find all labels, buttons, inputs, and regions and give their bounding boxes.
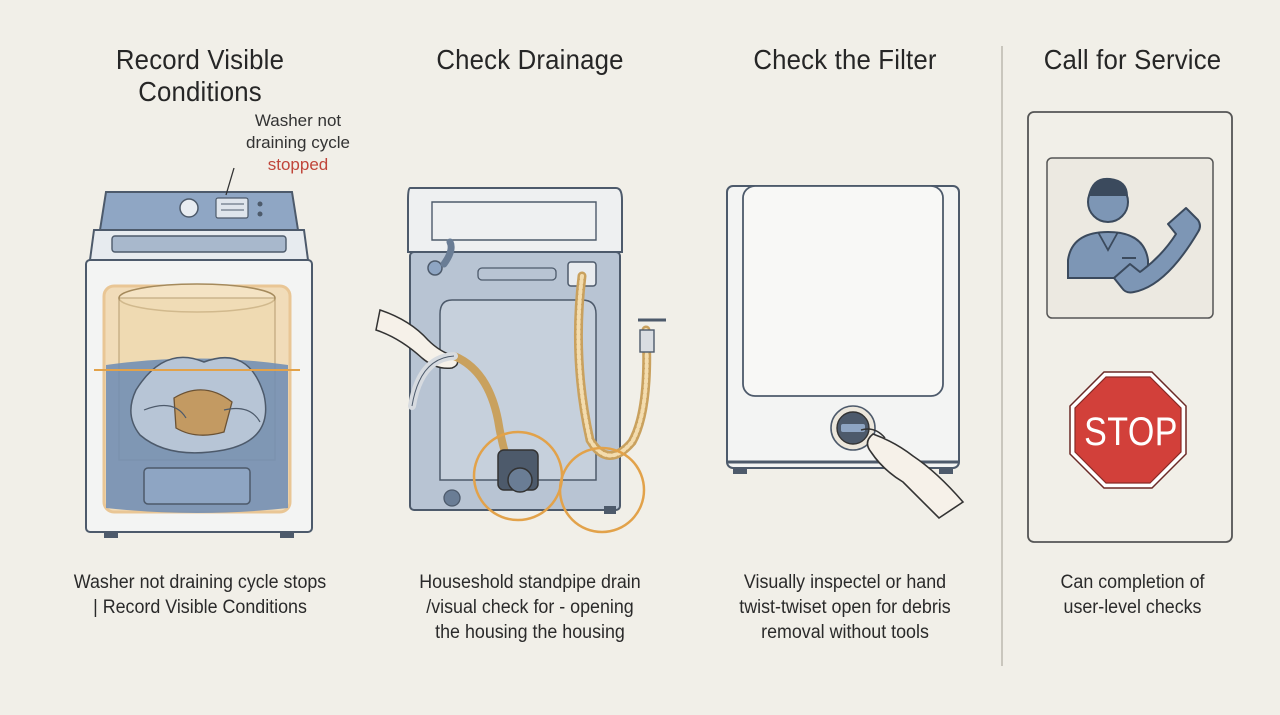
caption-line-1: Can completion of	[1060, 572, 1205, 593]
caption-line-2: twist-twiset open for debris	[739, 597, 951, 618]
stop-sign-label: STOP	[1084, 410, 1178, 454]
step-title: Record Visible Conditions	[115, 44, 285, 107]
step-caption: Visually inspectel or hand twist-twiset …	[695, 570, 996, 645]
step-caption: Can completion of user-level checks	[1017, 570, 1247, 620]
caption-line-3: removal without tools	[761, 622, 929, 643]
service-panel	[1027, 111, 1233, 543]
caption-line-3: the housing the housing	[435, 622, 625, 643]
step-caption: Washer not draining cycle stops | Record…	[50, 570, 351, 620]
caption-line-1: Houseshold standpipe drain	[419, 572, 641, 593]
step-call-service: Call for Service STOP Can completion of …	[1010, 0, 1255, 715]
washer-front-filter-icon	[726, 185, 965, 520]
caption-line-2: user-level checks	[1063, 597, 1202, 618]
callout-line-1: Washer not	[254, 111, 342, 130]
washer-back-icon	[375, 187, 666, 534]
step-check-filter: Check the Filter Visually inspectel or h…	[685, 0, 1005, 715]
service-person-phone-icon	[1046, 157, 1214, 319]
caption-line-1: Washer not draining cycle stops	[73, 572, 327, 593]
step-caption: Houseshold standpipe drain /visual check…	[380, 570, 681, 645]
callout-status-stopped: stopped	[267, 155, 329, 174]
callout-line-2: draining cycle	[246, 133, 350, 152]
step-title: Check the Filter	[753, 44, 937, 75]
step-title: Call for Service	[1043, 44, 1222, 75]
step-check-drainage: Check Drainage Houseshold stan	[370, 0, 690, 715]
caption-line-1: Visually inspectel or hand	[743, 572, 947, 593]
washer-top-load-icon	[85, 167, 313, 538]
caption-line-2: | Record Visible Conditions	[93, 597, 307, 618]
step-title: Check Drainage	[436, 44, 624, 75]
caption-line-2: /visual check for - opening	[426, 597, 634, 618]
status-callout: Washer not draining cycle stopped	[223, 110, 373, 176]
section-divider	[1001, 46, 1003, 666]
step-record-conditions: Record Visible Conditions	[40, 0, 360, 715]
stop-sign-icon	[1069, 371, 1187, 489]
